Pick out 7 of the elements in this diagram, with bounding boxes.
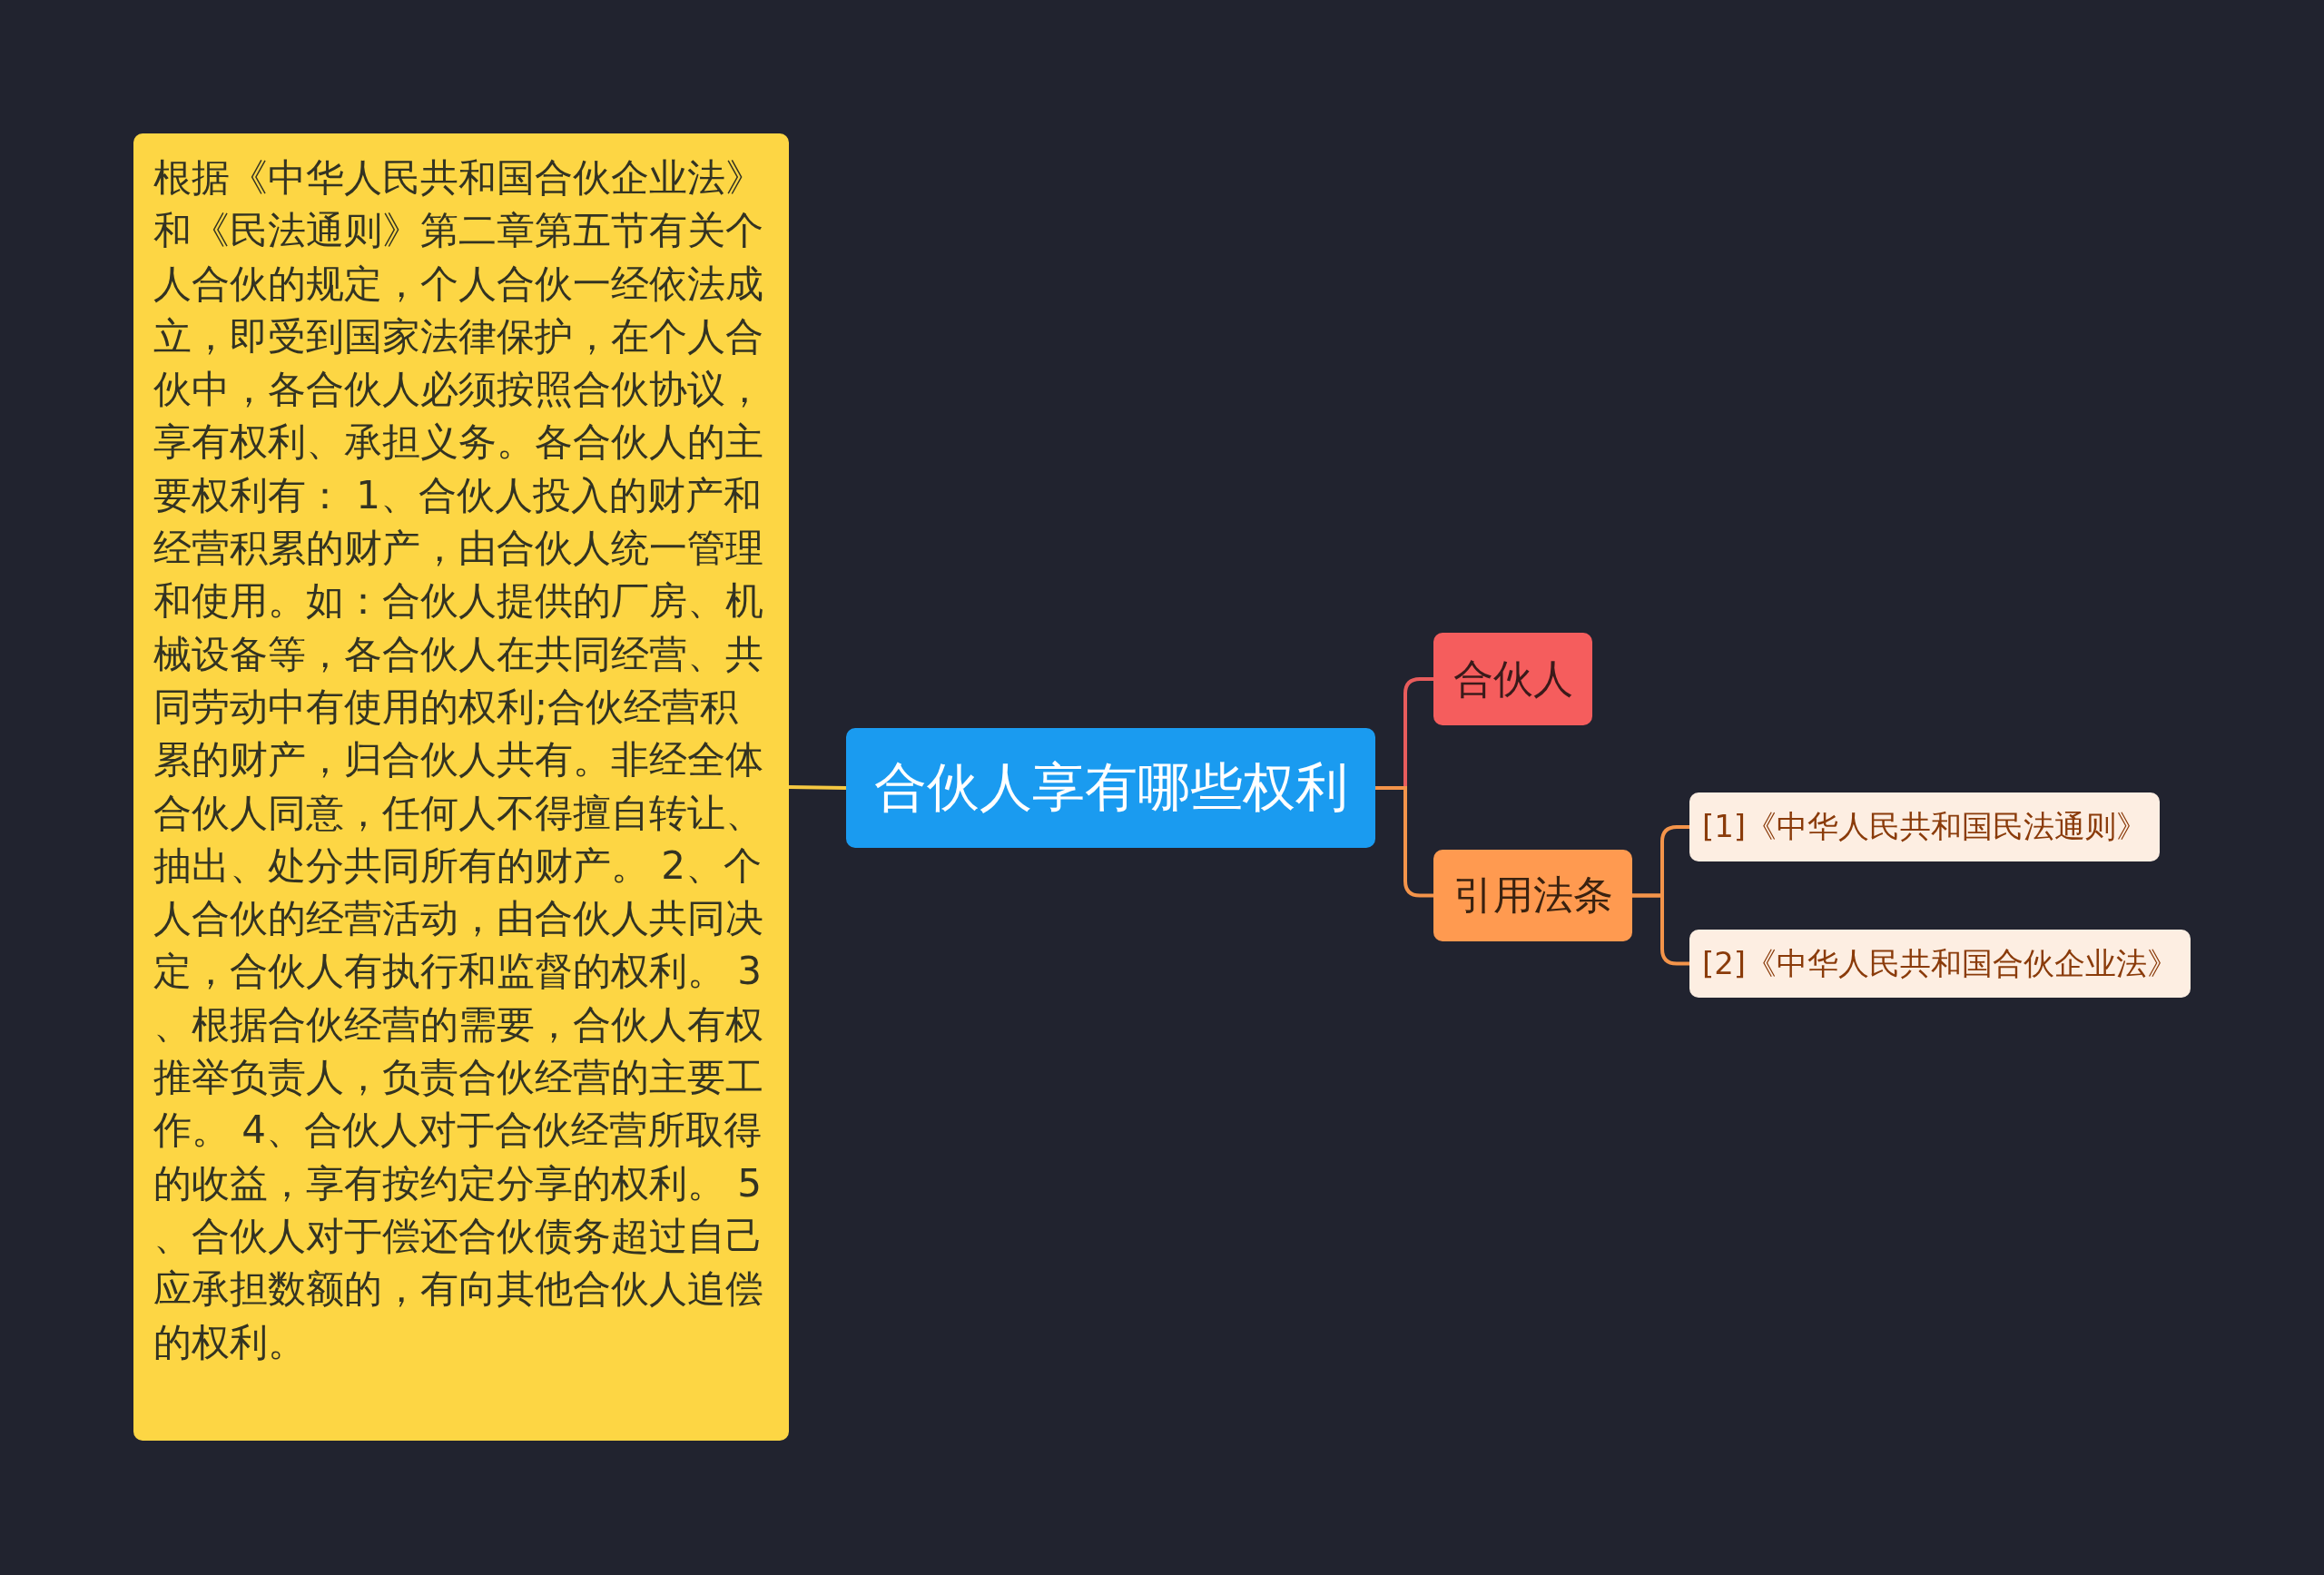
central-topic-box: 合伙人享有哪些权利 bbox=[846, 728, 1375, 848]
connector-line bbox=[788, 785, 847, 790]
note-box: 根据《中华人民共和国合伙企业法》和《民法通则》第二章第五节有关个人合伙的规定，个人合伙一经依法成立，即受到国家法律保护，在个人合伙中，各合伙人必须按照合伙协议，享有权利、承担义务。各合伙人的主要权利有： 1、合伙人投入的财产和经营积累的财产，由合伙人统一管理和使用。如：合伙人提供的厂房、机械设备等，各合伙人在共同经营、共同劳动中有使用的权利;合伙经营积累的财产，归合伙人共有。非经全体合伙人同意，任何人不得擅自转让、抽出、处分共同所有的财产。 2、个人合伙的经营活动，由合伙人共同决定，合伙人有执行和监督的权利。 3、根据合伙经营的需要，合伙人有权推举负责人，负责合伙经营的主要工作。 4、合伙人对于合伙经营所取得的收益，享有按约定分享的权利。 5、合伙人对于偿还合伙债务超过自己应承担数额的，有向其他合伙人追偿的权利。 bbox=[133, 133, 789, 1441]
reference-box: [1]《中华人民共和国民法通则》 bbox=[1689, 792, 2160, 861]
reference-box: [2]《中华人民共和国合伙企业法》 bbox=[1689, 930, 2191, 998]
topic-box: 引用法条 bbox=[1433, 850, 1632, 941]
topic-box: 合伙人 bbox=[1433, 633, 1592, 725]
